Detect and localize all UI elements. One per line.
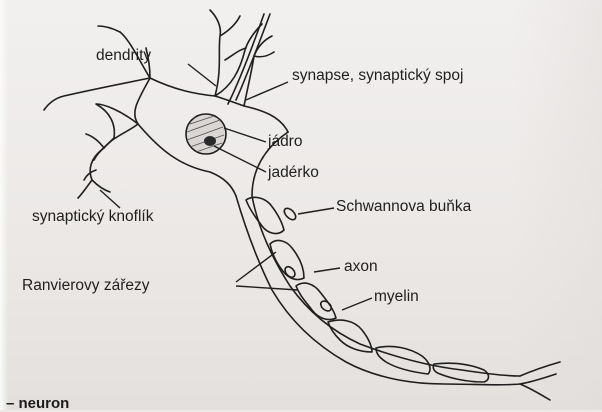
label-dendrites: dendrity xyxy=(96,48,151,64)
dendrite-branch xyxy=(210,10,246,96)
label-synapse: synapse, synaptický spoj xyxy=(292,68,463,84)
schwann-nucleus xyxy=(319,299,333,313)
dendrite-branch xyxy=(94,104,138,160)
label-schwann: Schwannova buňka xyxy=(336,199,471,215)
leader-ranvier-2 xyxy=(236,286,298,290)
leader-ranvier-1 xyxy=(236,252,276,282)
schwann-nucleus xyxy=(282,206,298,222)
leader-axon xyxy=(314,268,340,272)
label-nucleolus: jadérko xyxy=(268,165,319,181)
leader-dendrites xyxy=(188,64,216,86)
synapse-terminal xyxy=(228,14,270,104)
leader-myelin xyxy=(342,298,372,310)
nucleolus xyxy=(204,136,216,146)
leader-nucleolus xyxy=(214,146,266,172)
label-nucleus: jádro xyxy=(268,134,302,150)
leader-schwann xyxy=(298,208,334,214)
label-myelin: myelin xyxy=(374,289,419,305)
figure-caption: – neuron xyxy=(6,396,69,411)
axon-terminal xyxy=(520,362,560,400)
myelin-segment xyxy=(328,320,372,352)
leader-lines xyxy=(100,64,372,310)
myelin-segment xyxy=(246,197,284,233)
leader-nucleus xyxy=(224,128,266,142)
label-terminal: synaptický knoflík xyxy=(32,209,153,225)
leader-synapse xyxy=(246,82,288,100)
label-ranvier: Ranvierovy zářezy xyxy=(22,278,150,294)
myelin-segment xyxy=(376,346,430,374)
label-axon: axon xyxy=(344,259,378,275)
dendrite-branch xyxy=(78,134,110,198)
